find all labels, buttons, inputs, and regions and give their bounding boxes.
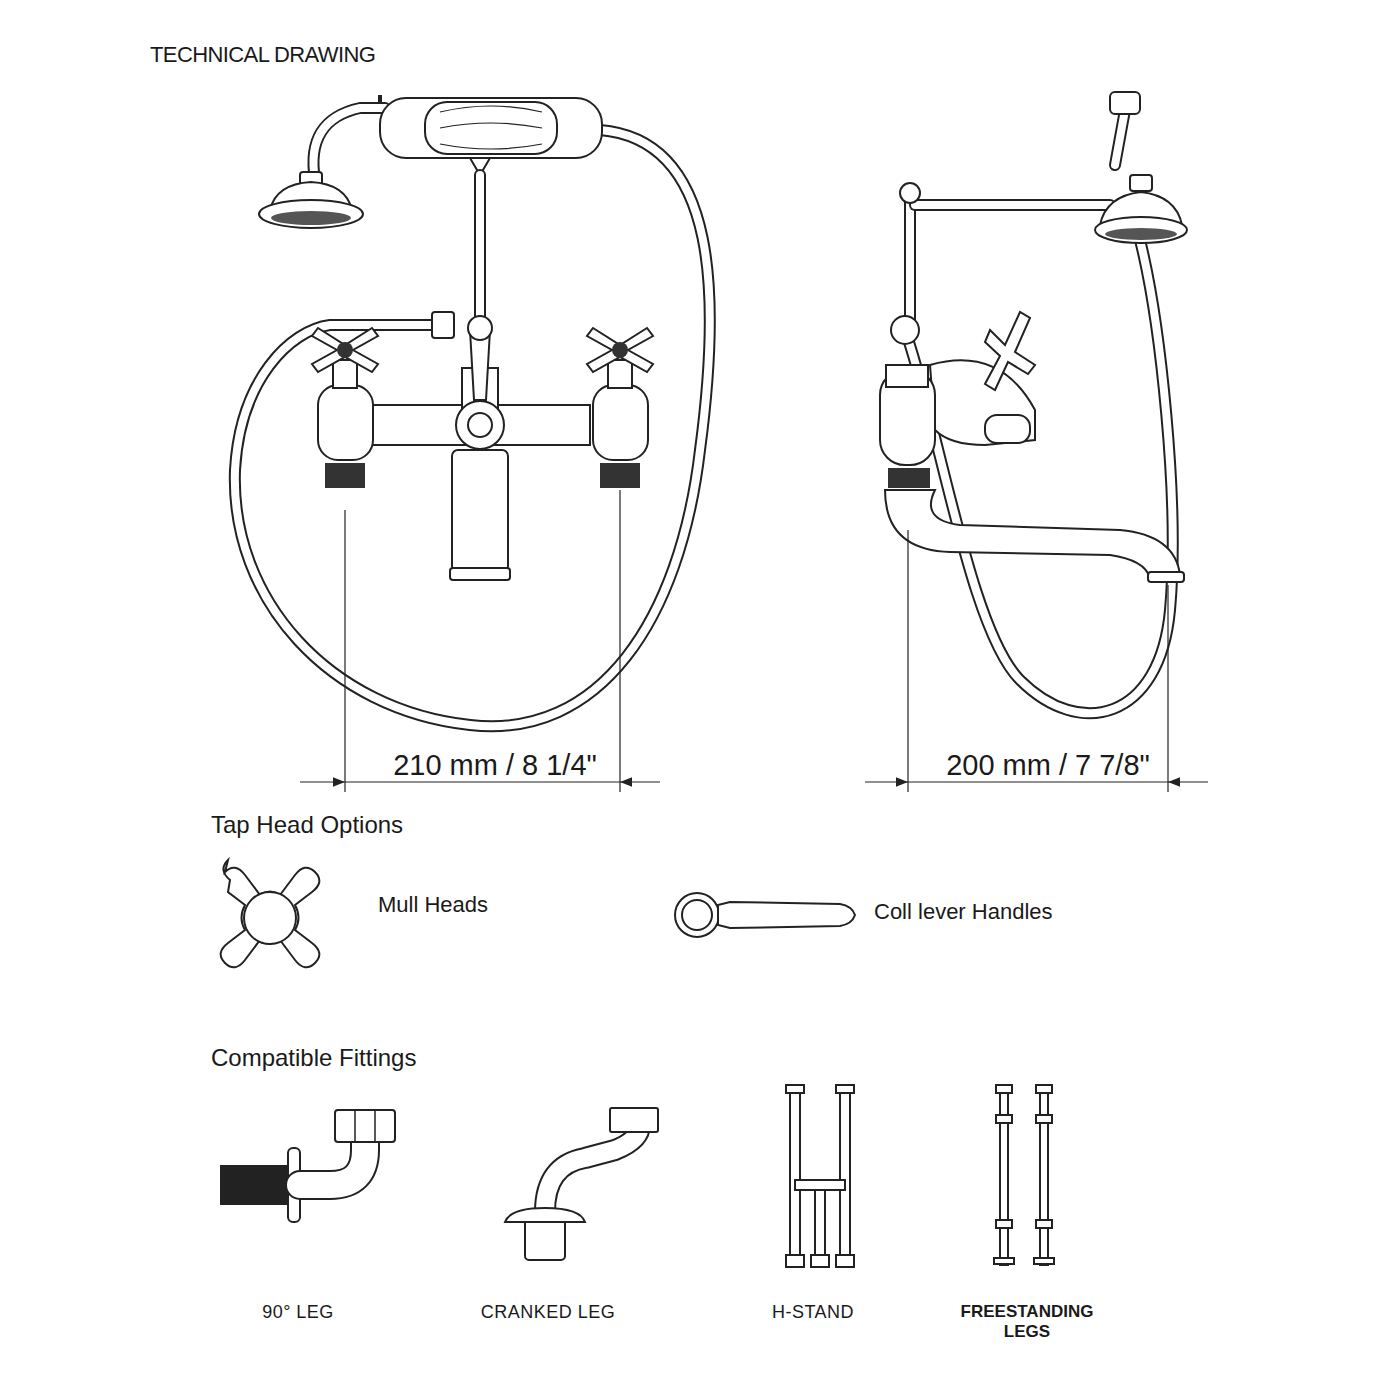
dimension-label: 200 mm / 7 7/8" (918, 749, 1178, 782)
drawing-title: TECHNICAL DRAWING (150, 42, 375, 67)
front-view (235, 95, 710, 792)
option-label: Coll lever Handles (874, 899, 1053, 924)
dimension-label: 210 mm / 8 1/4" (345, 749, 645, 782)
fitting-label: FREESTANDING LEGS (952, 1302, 1102, 1341)
fitting-label: H-STAND (733, 1302, 893, 1323)
fitting-icons (220, 1085, 1054, 1267)
fitting-label: 90° LEG (208, 1302, 388, 1323)
fitting-label: CRANKED LEG (448, 1302, 648, 1323)
section-heading: Compatible Fittings (211, 1044, 416, 1072)
side-view (865, 92, 1208, 792)
section-heading: Tap Head Options (211, 811, 403, 839)
option-label: Mull Heads (378, 892, 488, 917)
tap-head-icons (221, 860, 855, 967)
